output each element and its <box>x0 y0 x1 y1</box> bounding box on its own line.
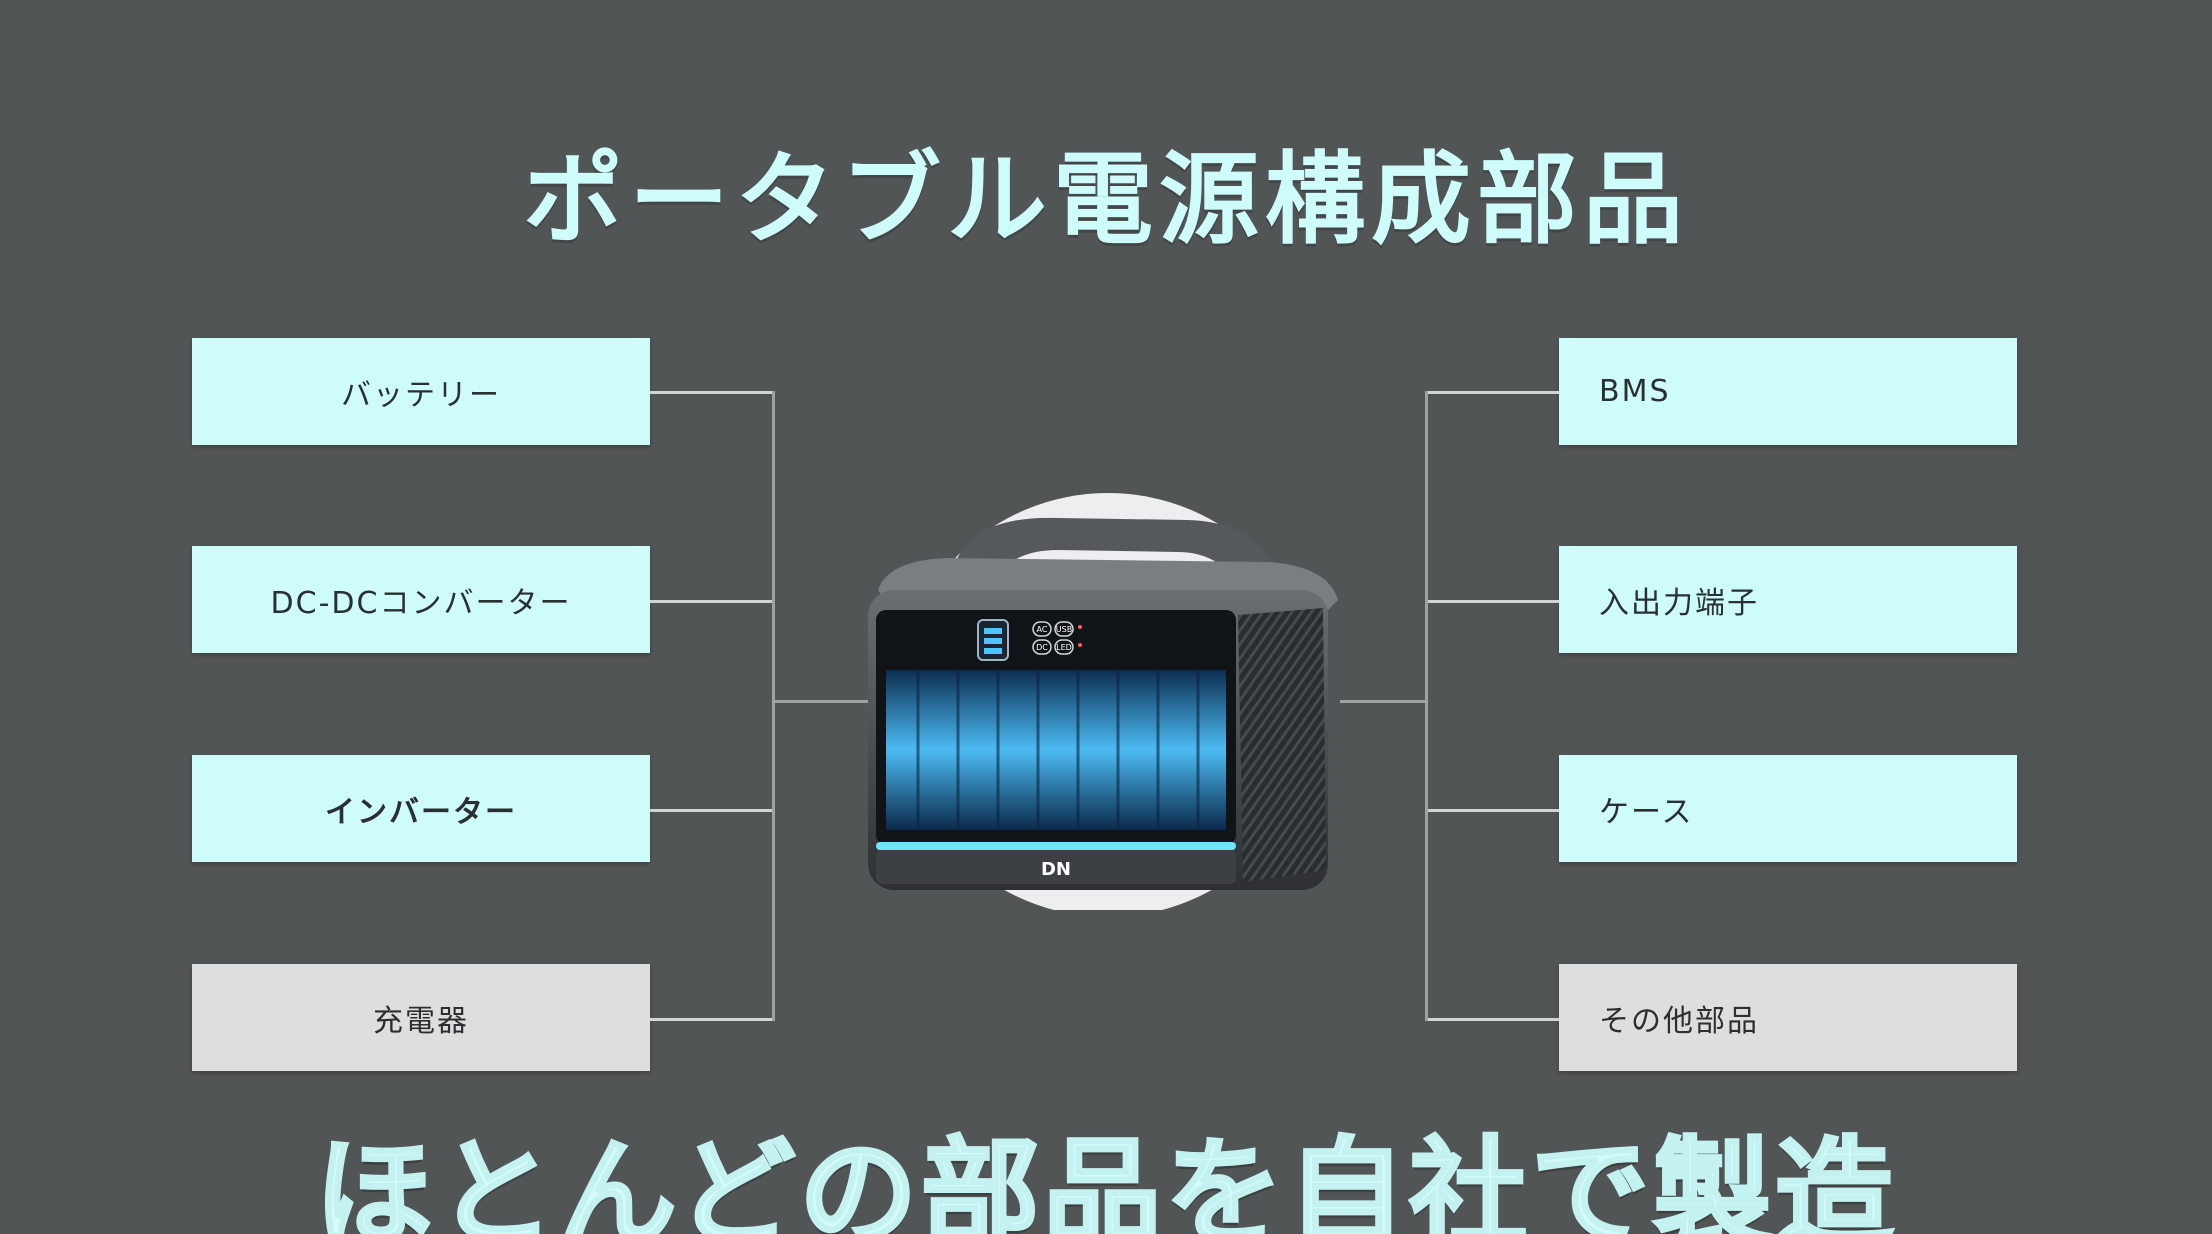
front-base <box>876 850 1236 884</box>
component-box-battery: バッテリー <box>192 338 650 445</box>
component-label: ケース <box>1599 794 1694 830</box>
ac-indicator <box>1032 621 1052 637</box>
connector-to-product-right <box>1340 700 1426 703</box>
connector-to-product-left <box>775 700 875 703</box>
component-box-other-parts: その他部品 <box>1559 964 2017 1071</box>
component-box-dc-dc-converter: DC-DCコンバーター <box>192 546 650 653</box>
component-label: バッテリー <box>341 377 501 413</box>
component-label: 入出力端子 <box>1599 585 1759 621</box>
component-box-io-terminals: 入出力端子 <box>1559 546 2017 653</box>
status-dot <box>1078 643 1082 647</box>
led-indicator <box>1054 639 1074 655</box>
connector-trunk-right <box>1425 391 1428 1021</box>
connector-line <box>650 809 775 812</box>
battery-cell-lines <box>916 670 1200 830</box>
connector-line <box>650 1018 775 1021</box>
connector-line <box>1427 391 1559 394</box>
status-dot <box>1078 625 1082 629</box>
component-label: その他部品 <box>1599 1003 1759 1039</box>
connector-line <box>1427 600 1559 603</box>
connector-line <box>1427 1018 1559 1021</box>
component-label: BMS <box>1599 374 1671 409</box>
battery-cells <box>886 670 1226 830</box>
portable-power-station-image: AC USB DC LED DN <box>868 493 1338 910</box>
brand-logo: DN <box>1041 859 1071 880</box>
connector-line <box>650 391 775 394</box>
led-indicator-label: LED <box>1056 643 1072 652</box>
connector-line <box>650 600 775 603</box>
side-vent <box>1238 608 1326 882</box>
usb-indicator <box>1054 621 1074 637</box>
component-box-case: ケース <box>1559 755 2017 862</box>
component-label: DC-DCコンバーター <box>270 585 572 621</box>
usb-indicator-label: USB <box>1056 625 1072 634</box>
ac-indicator-label: AC <box>1037 625 1048 634</box>
slide-title: ポータブル電源構成部品 <box>523 141 1689 258</box>
component-box-inverter: インバーター <box>192 755 650 862</box>
dc-indicator-label: DC <box>1036 643 1048 652</box>
component-label: 充電器 <box>373 1003 469 1039</box>
dc-indicator <box>1032 639 1052 655</box>
glow-strip <box>876 842 1236 850</box>
connector-line <box>1427 809 1559 812</box>
component-box-bms: BMS <box>1559 338 2017 445</box>
component-label: インバーター <box>325 794 517 830</box>
handle <box>953 517 1278 585</box>
component-box-charger: 充電器 <box>192 964 650 1071</box>
connector-trunk-left <box>772 391 775 1021</box>
bottom-caption: ほとんどの部品を自社で製造 <box>313 1124 1898 1234</box>
